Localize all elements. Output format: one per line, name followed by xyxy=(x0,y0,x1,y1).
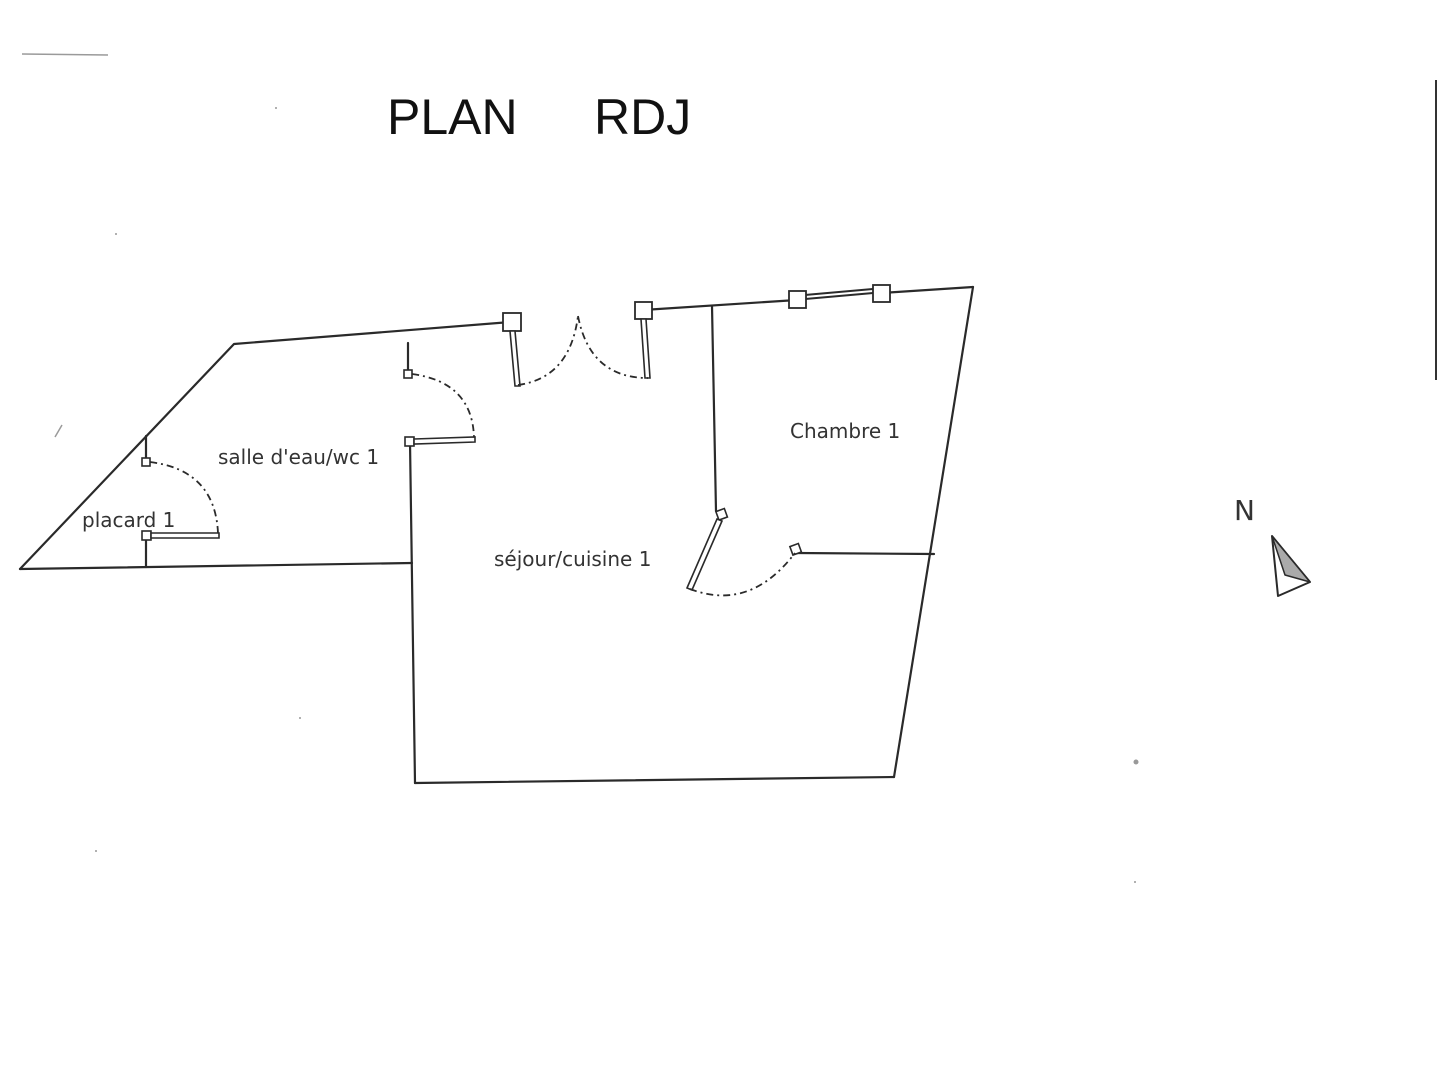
wall-north-east xyxy=(879,285,975,295)
scan-speck xyxy=(95,850,97,852)
scan-speck xyxy=(275,107,277,109)
north-arrow: N xyxy=(1234,494,1311,597)
scan-speck xyxy=(1133,759,1139,765)
wall-south-west xyxy=(18,561,414,571)
plan-title-word-plan: PLAN xyxy=(387,89,518,145)
wall-chambre-south xyxy=(794,551,936,556)
door-swing-right xyxy=(577,315,649,379)
door-jamb-right xyxy=(634,301,653,320)
room-label-placard: placard 1 xyxy=(82,508,175,532)
north-label: N xyxy=(1234,494,1255,527)
scan-speck xyxy=(299,717,301,719)
room-label-salle-eau: salle d'eau/wc 1 xyxy=(218,445,379,469)
salle-eau-door-hinge-lower xyxy=(404,436,415,447)
door-jamb-left xyxy=(502,312,522,332)
salle-eau-door-leaf xyxy=(413,436,476,445)
placard-door-leaf xyxy=(150,532,220,539)
window-jamb-right xyxy=(872,284,891,303)
chambre-door-leaf xyxy=(685,517,724,592)
placard-door xyxy=(141,457,220,541)
window xyxy=(788,284,891,309)
door-leaf-right xyxy=(640,318,651,379)
scan-speck xyxy=(115,233,117,235)
walls xyxy=(18,285,975,785)
plan-title-word-rdj: RDJ xyxy=(594,89,692,145)
door-swing-left xyxy=(517,315,579,386)
north-arrow-shaded-half xyxy=(1271,535,1311,583)
entrance-double-door xyxy=(502,301,653,387)
window-jamb-left xyxy=(788,290,807,309)
wall-sejour-west xyxy=(408,440,417,785)
window-glass xyxy=(804,290,874,298)
scan-speck xyxy=(1134,881,1136,883)
wall-north-center xyxy=(641,298,799,312)
scan-mark-left xyxy=(54,424,63,438)
placard-door-hinge-lower xyxy=(141,530,152,541)
room-label-chambre: Chambre 1 xyxy=(790,419,900,443)
salle-eau-door xyxy=(403,369,476,447)
room-labels: placard 1 salle d'eau/wc 1 séjour/cuisin… xyxy=(82,419,900,571)
wall-south xyxy=(413,775,896,785)
wall-north-west xyxy=(18,320,513,571)
chambre-door-hinge xyxy=(714,507,729,522)
wall-east xyxy=(892,285,975,779)
door-leaf-left xyxy=(509,330,521,387)
scan-artifacts xyxy=(21,53,1437,883)
salle-eau-door-hinge xyxy=(403,369,413,379)
chambre-door-hinge-right xyxy=(788,542,803,557)
placard-door-hinge xyxy=(141,457,151,467)
chambre-door-swing xyxy=(689,552,796,597)
placard-door-swing xyxy=(149,461,219,534)
chambre-door xyxy=(685,507,803,597)
salle-eau-door-swing xyxy=(411,373,475,438)
room-label-sejour: séjour/cuisine 1 xyxy=(494,547,651,571)
wall-chambre-west xyxy=(710,304,718,513)
scan-mark-top-left xyxy=(21,53,109,56)
